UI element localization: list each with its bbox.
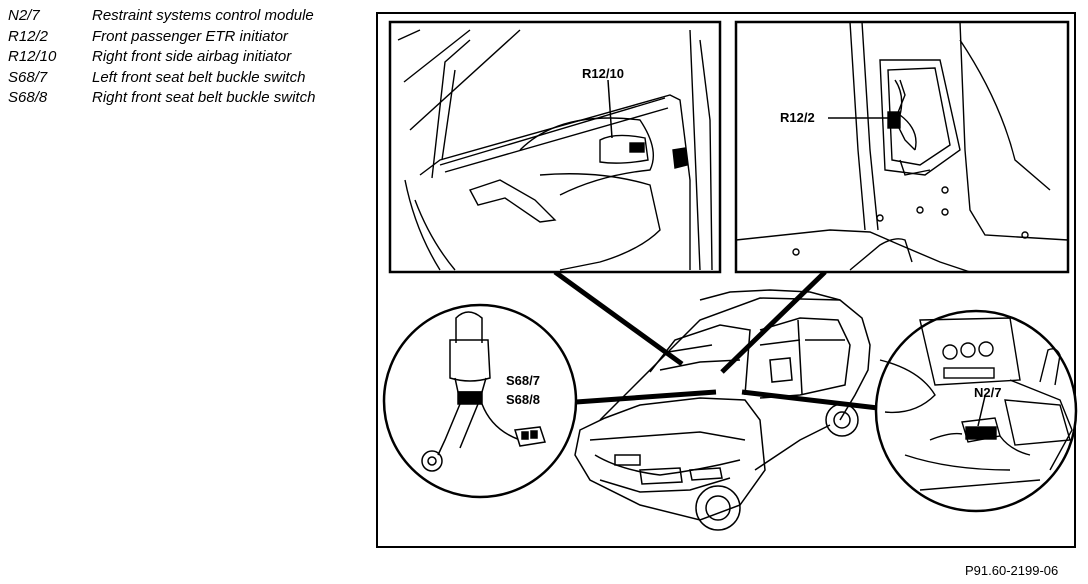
- legend-description: Right front seat belt buckle switch: [92, 89, 316, 106]
- callout-s68-7: S68/7: [506, 373, 540, 388]
- callout-s68-8: S68/8: [506, 392, 540, 407]
- buckle-inset: [382, 303, 578, 499]
- diagram-frame: [376, 12, 1076, 548]
- callout-r12-10: R12/10: [582, 66, 624, 81]
- legend-code: R12/10: [8, 48, 57, 65]
- legend-code: N2/7: [8, 7, 40, 24]
- figure-reference-number: P91.60-2199-06: [965, 563, 1059, 578]
- callout-n2-7: N2/7: [974, 385, 1001, 400]
- module-inset: [874, 309, 1078, 513]
- vehicle-illustration: [574, 289, 871, 531]
- pillar-inset: [734, 20, 1070, 274]
- legend-code: S68/8: [8, 89, 48, 106]
- legend-code: R12/2: [8, 27, 49, 45]
- legend-description: Right front side airbag initiator: [92, 48, 292, 65]
- legend-description: Restraint systems control module: [92, 7, 314, 24]
- legend-code: S68/7: [8, 68, 48, 86]
- legend-description: Left front seat belt buckle switch: [92, 68, 306, 86]
- leader-lines: [553, 269, 879, 411]
- callout-r12-2: R12/2: [780, 110, 815, 125]
- door-inset: [388, 20, 722, 274]
- legend-description: Front passenger ETR initiator: [92, 27, 288, 45]
